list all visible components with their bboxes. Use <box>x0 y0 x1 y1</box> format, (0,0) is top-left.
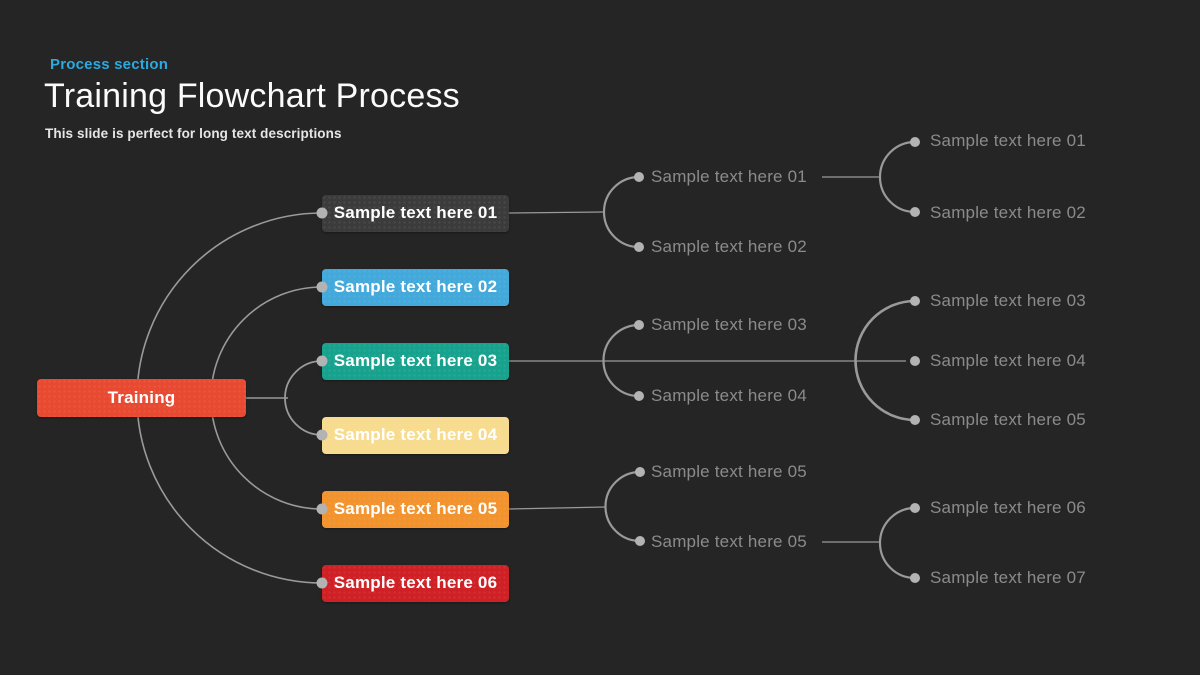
stage-box-2: Sample text here 02 <box>322 268 509 306</box>
leaf-label: Sample text here 05 <box>651 532 807 551</box>
stage-box-6: Sample text here 06 <box>322 564 509 602</box>
stage-box-label: Sample text here 01 <box>333 203 498 222</box>
branchC-arc1 <box>604 470 641 543</box>
leaf-label: Sample text here 02 <box>930 203 1086 222</box>
branchA-arc1 <box>602 175 640 249</box>
stage-box-5: Sample text here 05 <box>322 490 509 528</box>
leaf-label: Sample text here 05 <box>930 410 1086 429</box>
branchC-arc2 <box>878 506 916 580</box>
leaf-label: Sample text here 03 <box>651 315 807 334</box>
stage-box-label: Sample text here 04 <box>333 425 498 444</box>
branchC-line1 <box>508 506 606 510</box>
branchA-arc2 <box>878 140 916 214</box>
stage-box-4: Sample text here 04 <box>322 416 509 454</box>
slide-eyebrow: Process section <box>50 56 169 73</box>
stage-box-1: Sample text here 01 <box>322 194 509 232</box>
leaf-label: Sample text here 04 <box>930 351 1086 370</box>
leaf-label: Sample text here 04 <box>651 386 807 405</box>
leaf-label: Sample text here 06 <box>930 498 1086 517</box>
stage-box-label: Sample text here 05 <box>333 499 498 518</box>
leaf-label: Sample text here 07 <box>930 568 1086 587</box>
root-node-label: Training <box>107 388 176 407</box>
branchA-line1 <box>508 211 605 214</box>
leaf-label: Sample text here 05 <box>651 462 807 481</box>
root-node-training: Training <box>37 379 246 417</box>
branchB-arc2 <box>854 299 916 422</box>
slide-title: Training Flowchart Process <box>44 77 460 115</box>
stage-box-label: Sample text here 03 <box>333 351 498 370</box>
arc-stages-3-4 <box>284 360 323 436</box>
branchB-arc1 <box>602 323 640 398</box>
stage-box-3: Sample text here 03 <box>322 342 509 380</box>
slide-subtitle: This slide is perfect for long text desc… <box>45 126 342 141</box>
leaf-label: Sample text here 02 <box>651 237 807 256</box>
stage-box-label: Sample text here 02 <box>333 277 498 296</box>
leaf-label: Sample text here 01 <box>930 131 1086 150</box>
leaf-label: Sample text here 03 <box>930 291 1086 310</box>
leaf-label: Sample text here 01 <box>651 167 807 186</box>
stage-box-label: Sample text here 06 <box>333 573 498 592</box>
